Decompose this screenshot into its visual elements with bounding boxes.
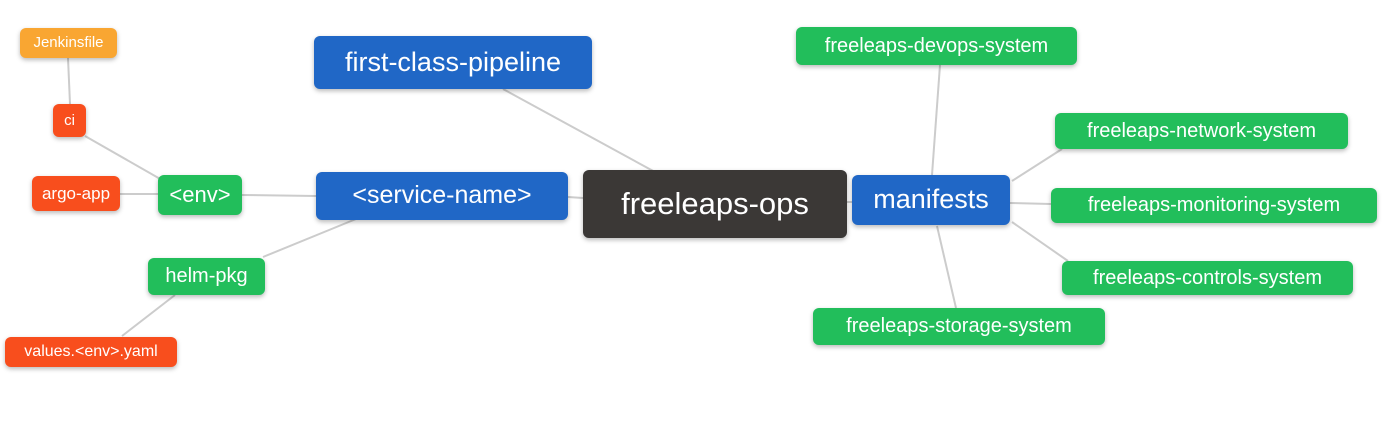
node-values-env-yaml-label: values.<env>.yaml — [24, 342, 158, 360]
node-freeleaps-storage-system-label: freeleaps-storage-system — [846, 315, 1072, 337]
node-service-name[interactable]: <service-name> — [316, 172, 568, 220]
node-helm-pkg[interactable]: helm-pkg — [148, 258, 265, 295]
node-first-class-pipeline-label: first-class-pipeline — [344, 46, 562, 77]
edge-values-env-yaml-helm-pkg — [121, 294, 176, 337]
edge-helm-pkg-service-name — [262, 218, 357, 258]
node-freeleaps-controls-system[interactable]: freeleaps-controls-system — [1062, 261, 1353, 295]
node-freeleaps-monitoring-system-label: freeleaps-monitoring-system — [1087, 194, 1341, 216]
edge-manifests-freeleaps-controls-system — [1011, 221, 1069, 262]
node-ci[interactable]: ci — [53, 104, 86, 137]
edge-first-class-pipeline-freeleaps-ops — [502, 88, 656, 173]
node-freeleaps-devops-system-label: freeleaps-devops-system — [824, 34, 1049, 57]
node-manifests[interactable]: manifests — [852, 175, 1010, 225]
node-freeleaps-monitoring-system[interactable]: freeleaps-monitoring-system — [1051, 188, 1377, 223]
edge-manifests-freeleaps-network-system — [1011, 148, 1063, 182]
node-values-env-yaml[interactable]: values.<env>.yaml — [5, 337, 177, 367]
node-argo-app[interactable]: argo-app — [32, 176, 120, 211]
node-manifests-label: manifests — [873, 184, 989, 214]
edge-ci-env — [84, 135, 163, 181]
edge-manifests-freeleaps-monitoring-system — [1009, 202, 1052, 205]
node-freeleaps-network-system-label: freeleaps-network-system — [1087, 119, 1316, 142]
node-freeleaps-ops[interactable]: freeleaps-ops — [583, 170, 847, 238]
node-service-name-label: <service-name> — [352, 181, 532, 209]
node-first-class-pipeline[interactable]: first-class-pipeline — [314, 36, 592, 89]
node-jenkinsfile[interactable]: Jenkinsfile — [20, 28, 117, 58]
node-env[interactable]: <env> — [158, 175, 242, 215]
node-freeleaps-devops-system[interactable]: freeleaps-devops-system — [796, 27, 1077, 65]
node-jenkinsfile-label: Jenkinsfile — [33, 34, 104, 51]
node-freeleaps-network-system[interactable]: freeleaps-network-system — [1055, 113, 1348, 149]
edge-manifests-freeleaps-storage-system — [936, 225, 957, 309]
node-argo-app-label: argo-app — [41, 183, 111, 203]
node-env-label: <env> — [169, 181, 231, 207]
node-freeleaps-storage-system[interactable]: freeleaps-storage-system — [813, 308, 1105, 345]
edge-jenkinsfile-ci — [67, 57, 71, 105]
edge-manifests-freeleaps-devops-system — [931, 64, 941, 176]
node-helm-pkg-label: helm-pkg — [165, 265, 248, 287]
node-freeleaps-controls-system-label: freeleaps-controls-system — [1093, 266, 1322, 289]
edge-service-name-freeleaps-ops — [567, 196, 584, 199]
node-freeleaps-ops-label: freeleaps-ops — [621, 186, 809, 221]
edge-env-service-name — [241, 194, 317, 197]
node-ci-label: ci — [64, 111, 75, 129]
